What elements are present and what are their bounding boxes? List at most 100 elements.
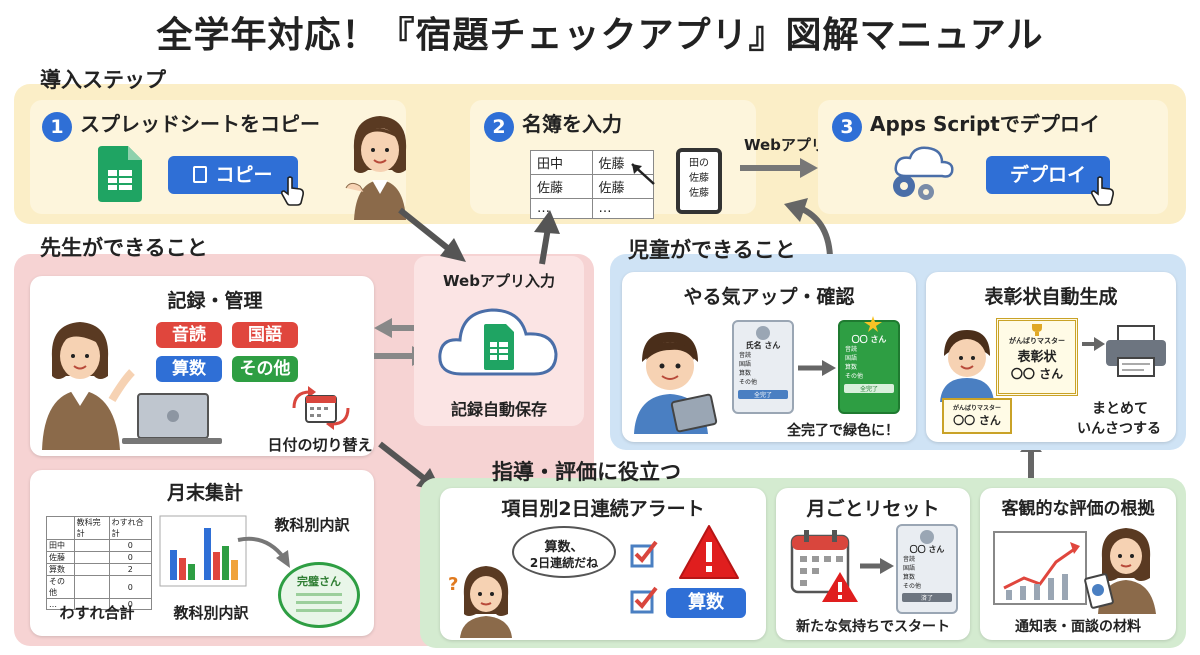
certificate-subtitle: がんばりマスター — [1009, 337, 1065, 345]
table-cell — [46, 516, 75, 540]
certificate-small-subtitle: がんばりマスター — [952, 405, 1001, 412]
card-row: 音読 — [739, 352, 752, 359]
arrow-pending-to-done — [798, 360, 836, 376]
badge-line — [296, 609, 342, 612]
record-title: 記録・管理 — [167, 290, 263, 312]
card-row: その他 — [903, 583, 922, 590]
warning-icon — [679, 525, 739, 579]
student-with-tablet-illustration — [634, 332, 718, 434]
table-row: 佐藤 0 — [46, 551, 153, 564]
step2-header: 2 名簿を入力 — [484, 108, 622, 142]
card-row: その他 — [739, 379, 758, 386]
monthly-table-head: 教科完計わすれ合計 — [46, 516, 153, 540]
cursor-arrow-icon — [631, 163, 655, 185]
evidence-title: 客観的な評価の根拠 — [1001, 499, 1155, 519]
card-name: 〇〇 さん — [851, 335, 887, 344]
table-cell: 教科完計 — [73, 516, 110, 540]
card-done-bar: 全完了 — [844, 384, 894, 393]
card-row: その他 — [845, 373, 864, 380]
table-cell: 佐藤 — [46, 551, 75, 564]
card-row: 音読 — [845, 346, 858, 353]
reset-caption: 新たな気持ちでスタート — [796, 619, 950, 635]
pointer-hand-icon — [280, 176, 304, 206]
card-name: 〇〇 さん — [909, 545, 945, 554]
arrow-chart-to-badge — [237, 536, 290, 568]
tablet-device: 田の 佐藤 佐藤 — [676, 148, 722, 214]
motivation-title: やる気アップ・確認 — [683, 286, 855, 308]
evidence-caption: 通知表・面談の材料 — [1015, 619, 1141, 635]
certificate-name: 〇〇 さん — [1010, 367, 1064, 381]
student-avatar-award — [940, 330, 994, 402]
roster-cell: 佐藤 — [591, 150, 654, 175]
perfect-badge: 完璧さん — [278, 562, 360, 628]
table-cell — [73, 598, 110, 610]
table-cell: 0 — [108, 575, 153, 599]
teacher-at-laptop-illustration — [42, 322, 222, 450]
table-cell: 0 — [108, 539, 153, 552]
student-card-pending: 氏名 さん 音読 国語 算数 その他 全完了 — [732, 320, 794, 414]
roster-table: 田中佐藤 佐藤佐藤 …… — [530, 150, 654, 219]
setup-label: 導入ステップ — [40, 68, 166, 92]
alert-subject-tag: 算数 — [666, 588, 746, 618]
date-switch-label: 日付の切り替え — [267, 436, 373, 454]
motivation-caption: 全完了で緑色に！ — [787, 423, 899, 439]
copy-button[interactable]: コピー — [168, 156, 298, 194]
table-row: …0 — [46, 598, 153, 610]
step2-title: 名簿を入力 — [522, 112, 622, 136]
table-cell: 田中 — [46, 539, 75, 552]
star-icon — [864, 316, 882, 332]
step2-number: 2 — [484, 111, 514, 142]
card-row: 国語 — [845, 355, 858, 362]
calendar-warning-icon — [790, 530, 858, 602]
certificate-large: がんばりマスター 表彰状 〇〇 さん — [996, 318, 1078, 396]
avatar — [756, 326, 770, 340]
teacher-avatar-top — [345, 116, 407, 220]
table-cell: 0 — [108, 598, 153, 610]
table-cell — [73, 563, 110, 576]
card-name: 氏名 さん — [745, 341, 781, 350]
card-row: 算数 — [739, 370, 752, 377]
reset-student-card: 〇〇 さん 音読 国語 算数 その他 済了 — [896, 524, 958, 614]
printer-icon — [1106, 325, 1166, 377]
certificate-small-name: 〇〇 さん — [953, 414, 1001, 427]
print-caption-line1: まとめて — [1092, 401, 1148, 417]
tablet-line: 田の — [689, 158, 709, 169]
arrow-to-printer — [1082, 337, 1105, 351]
cloud-sheet-icon — [438, 308, 558, 376]
auto-save-label: 記録自動保存 — [450, 400, 547, 419]
copy-doc-icon — [193, 166, 208, 183]
forgotten-total-label: わすれ合計 — [59, 604, 135, 622]
table-cell: 0 — [108, 551, 153, 564]
arrow-step2-to-step3 — [740, 158, 818, 178]
deploy-button[interactable]: デプロイ — [986, 156, 1110, 194]
step3-header: 3 Apps Scriptでデプロイ — [832, 108, 1100, 142]
step1-title: スプレッドシートをコピー — [80, 112, 320, 136]
roster-cell: … — [591, 198, 654, 219]
copy-button-label: コピー — [215, 164, 273, 186]
tag-sonota: その他 — [232, 356, 298, 382]
trophy-icon — [1032, 324, 1042, 336]
alert-title: 項目別2日連続アラート — [501, 498, 705, 520]
date-switch-calendar-icon — [292, 386, 350, 430]
perfect-badge-label: 完璧さん — [297, 575, 341, 588]
card-row: 音読 — [903, 556, 916, 563]
arrow-cloud-to-roster — [534, 210, 560, 265]
subject-breakdown-label: 教科別内訳 — [173, 604, 249, 622]
card-done-bar: 済了 — [902, 593, 952, 602]
speech-bubble-line1: 算数、 — [544, 540, 584, 555]
card-row: 算数 — [903, 574, 916, 581]
subject-breakdown-chart-icon — [159, 515, 247, 587]
avatar — [920, 530, 934, 544]
step3-title: Apps Scriptでデプロイ — [870, 112, 1100, 136]
svg-text:?: ? — [448, 574, 458, 595]
tablet-line: 佐藤 — [689, 173, 709, 184]
roster-cell: 佐藤 — [591, 174, 654, 199]
webapp-arrow-label: Webアプリ — [744, 136, 826, 154]
table-cell: わすれ合計 — [108, 516, 153, 540]
step3-number: 3 — [832, 111, 862, 142]
monthly-callout-label: 教科別内訳 — [274, 516, 350, 534]
